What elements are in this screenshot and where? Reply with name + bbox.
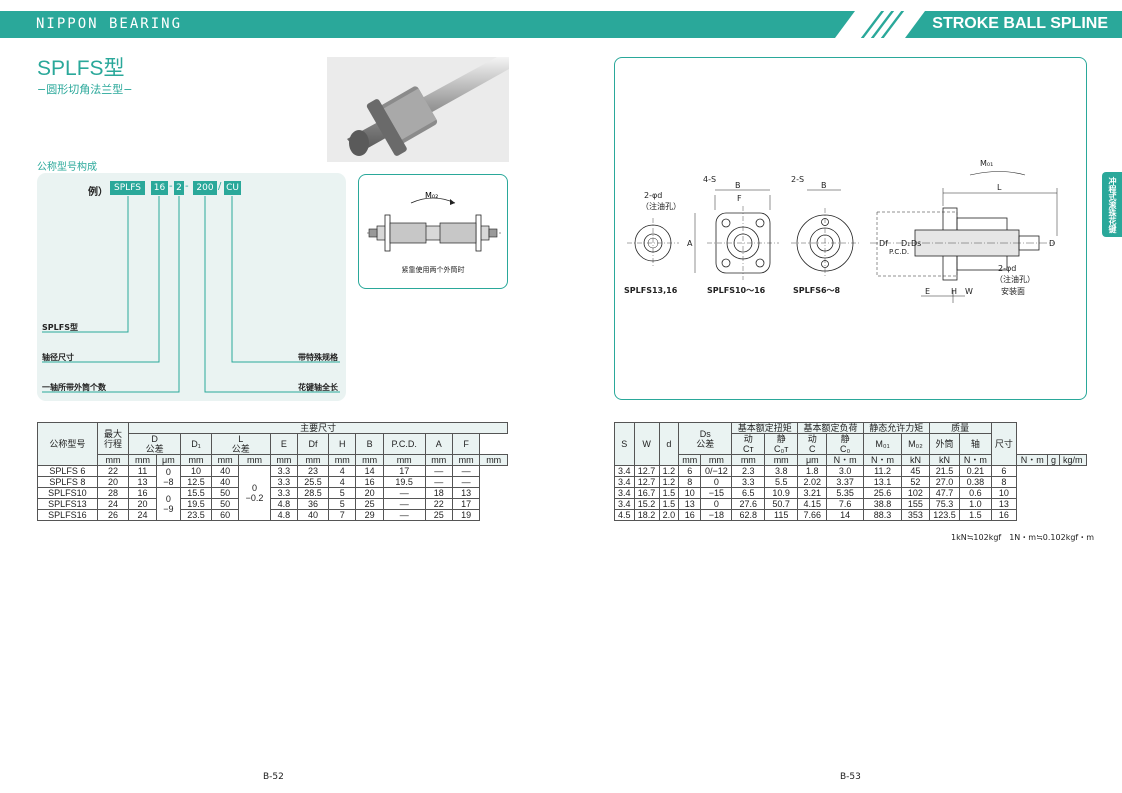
th-h: H — [327, 433, 357, 455]
segment-outer-count: 2 — [174, 181, 184, 195]
segment-shaft-length: 200 — [193, 181, 217, 195]
dim-mo1: M₀₁ — [980, 159, 993, 168]
th-pcd: P.C.D. — [382, 433, 426, 455]
model-label-10-16: SPLFS10～16 — [707, 286, 766, 295]
separator-3: / — [218, 181, 222, 192]
dim-b-1: B — [735, 181, 741, 190]
moment-diagram: M₀₂ — [367, 191, 501, 252]
page-subtitle: −圆形切角法兰型− — [37, 83, 133, 96]
dim-mounting-surface: 安装面 — [1001, 286, 1025, 296]
th-s: S — [614, 422, 635, 466]
part-number-panel — [37, 173, 346, 401]
dim-oil-hole-2: 2-φd — [998, 264, 1016, 273]
moment-caption: 紧靠使用两个外筒时 — [401, 266, 465, 274]
dim-w: W — [965, 287, 973, 296]
th-w: W — [633, 422, 660, 466]
segment-series: SPLFS — [110, 181, 145, 195]
brand-name: NIPPON BEARING — [36, 16, 183, 32]
th-df: Df — [297, 433, 329, 455]
page-number-right: B-53 — [840, 772, 861, 782]
separator-2: - — [185, 181, 189, 192]
th-model: 公称型号 — [37, 422, 98, 466]
th-d-hole: d — [658, 422, 680, 466]
th-size: 尺寸 — [990, 422, 1018, 466]
th-b: B — [355, 433, 384, 455]
product-photo — [327, 57, 509, 162]
callout-shaft-length: 花键轴全长 — [298, 383, 338, 392]
model-label-13-16: SPLFS13,16 — [624, 286, 678, 295]
dim-4s: 4-S — [703, 175, 716, 184]
callout-shaft-diameter: 轴径尺寸 — [42, 353, 74, 362]
th-torque: 基本额定扭矩 — [731, 422, 799, 434]
dim-b-2: B — [821, 181, 827, 190]
callout-special-spec: 带特殊规格 — [298, 353, 338, 362]
dim-oil-hole-note-1: （注油孔） — [641, 201, 681, 211]
page-number-left: B-52 — [263, 772, 284, 782]
dim-h: H — [951, 287, 957, 296]
th-a: A — [424, 433, 453, 455]
moment-label: M₀₂ — [425, 191, 438, 200]
moment-diagram-panel: M₀₂ 紧靠使用两个外筒时 — [358, 174, 508, 289]
dim-df: Df — [879, 239, 888, 248]
spline-photo-illustration — [347, 57, 509, 156]
callout-series: SPLFS型 — [42, 323, 78, 332]
dim-2s: 2-S — [791, 175, 804, 184]
dim-oil-hole-note-2: （注油孔） — [995, 274, 1035, 284]
th-f: F — [451, 433, 481, 455]
technical-drawing: 2-φd （注油孔） 4-S 2-S B F A B Df P.C.D. D₁ … — [624, 159, 1058, 303]
th-load: 基本额定负荷 — [797, 422, 864, 434]
example-label: 例） — [88, 187, 108, 198]
dim-f: F — [737, 194, 742, 203]
dim-d: D — [1049, 239, 1055, 248]
unit-conversion-note: 1kN≒102kgf 1N・m≒0.102kgf・m — [951, 533, 1095, 542]
model-label-6-8: SPLFS6～8 — [793, 286, 841, 295]
dim-l: L — [997, 183, 1002, 192]
dim-ds: Ds — [911, 239, 921, 248]
dim-e: E — [925, 287, 930, 296]
segment-special-spec: CU — [224, 181, 241, 195]
th-mass: 质量 — [928, 422, 992, 434]
product-line-title: STROKE BALL SPLINE — [932, 15, 1108, 32]
page-title: SPLFS型 — [37, 57, 125, 80]
segment-shaft-diameter: 16 — [151, 181, 168, 195]
th-moment: 静态允许力矩 — [862, 422, 930, 434]
dim-pcd: P.C.D. — [889, 248, 909, 256]
part-number-section-label: 公称型号构成 — [37, 162, 97, 173]
callout-outer-count: 一轴所带外筒个数 — [42, 383, 106, 392]
dim-oil-hole-1: 2-φd — [644, 191, 662, 200]
th-d1: D₁ — [180, 433, 212, 455]
th-main-dims: 主要尺寸 — [128, 422, 508, 434]
section-side-tab: 冲程式滚珠花键 — [1102, 172, 1122, 237]
separator-1: - — [169, 181, 173, 192]
header-bar: NIPPON BEARING STROKE BALL SPLINE — [0, 11, 1122, 38]
th-stroke: 最大 行程 — [96, 422, 130, 455]
dim-a: A — [687, 239, 693, 248]
part-number-callout-lines — [42, 196, 340, 393]
dim-d1: D₁ — [901, 239, 910, 248]
th-e: E — [269, 433, 299, 455]
technical-drawing-panel: 2-φd （注油孔） 4-S 2-S B F A B Df P.C.D. D₁ … — [614, 57, 1087, 400]
